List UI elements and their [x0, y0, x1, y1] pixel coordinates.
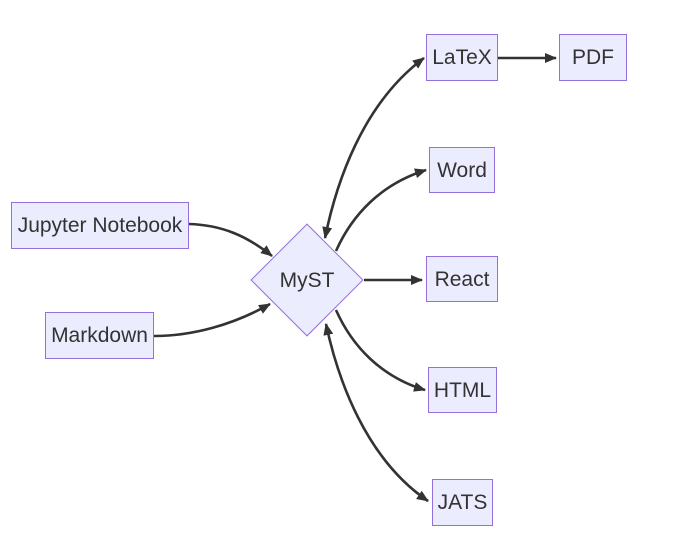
- edge-myst-jats-bidirectional: [323, 323, 429, 503]
- node-latex: LaTeX: [426, 34, 498, 81]
- node-word: Word: [429, 147, 495, 193]
- node-jupyter-notebook-label: Jupyter Notebook: [17, 214, 183, 237]
- node-jats: JATS: [432, 479, 493, 526]
- edge-jupyter-to-myst: [188, 222, 273, 258]
- node-react: React: [426, 256, 498, 302]
- node-markdown: Markdown: [45, 312, 154, 359]
- node-jats-label: JATS: [437, 491, 488, 514]
- edge-myst-latex-bidirectional: [322, 56, 425, 239]
- edge-myst-to-html: [334, 309, 426, 392]
- node-html: HTML: [428, 367, 497, 413]
- node-html-label: HTML: [433, 378, 492, 402]
- node-pdf: PDF: [559, 34, 627, 81]
- node-react-label: React: [434, 267, 490, 291]
- node-word-label: Word: [437, 158, 487, 182]
- node-pdf-label: PDF: [572, 46, 614, 69]
- edge-myst-to-word: [334, 168, 427, 252]
- node-jupyter-notebook: Jupyter Notebook: [11, 202, 189, 249]
- node-latex-label: LaTeX: [432, 46, 492, 69]
- node-myst-label: MyST: [279, 268, 335, 292]
- node-myst: MyST: [267, 240, 347, 320]
- edge-markdown-to-myst: [153, 302, 271, 338]
- node-markdown-label: Markdown: [51, 324, 148, 347]
